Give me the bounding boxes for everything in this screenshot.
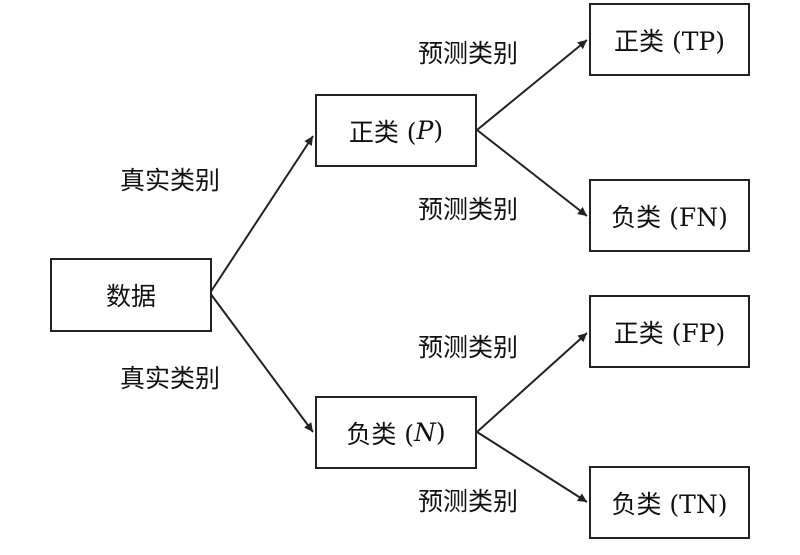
arrow-root-to-negative [209,292,314,433]
data-node: 数据 [50,258,212,332]
predicted-label-negative-upper: 预测类别 [418,333,519,362]
positive-node-symbol: P [416,116,434,145]
fn-node: 负类 (FN) [589,179,750,252]
truth-label-lower: 真实类别 [120,364,221,393]
positive-class-node: 正类 (P) [315,94,477,167]
negative-node-symbol: N [414,418,436,447]
fn-node-label: 负类 (FN) [611,202,728,232]
predicted-label-positive-upper: 预测类别 [418,39,519,68]
arrow-positive-to-fn [476,129,588,217]
negative-class-node: 负类 (N) [315,396,477,469]
negative-node-prefix: 负类 ( [346,419,415,449]
negative-node-suffix: ) [435,418,446,447]
fp-node: 正类 (FP) [589,295,750,368]
arrow-negative-to-tn [476,431,588,503]
tn-node: 负类 (TN) [589,466,750,539]
positive-node-suffix: ) [433,116,444,145]
positive-node-prefix: 正类 ( [348,117,417,147]
predicted-label-positive-lower: 预测类别 [418,195,519,224]
tn-node-label: 负类 (TN) [611,489,728,519]
arrow-root-to-positive [209,135,314,294]
truth-label-upper: 真实类别 [120,166,221,195]
arrow-negative-to-fp [476,332,588,433]
data-node-label: 数据 [105,282,156,311]
predicted-label-negative-lower: 预测类别 [418,487,519,516]
arrow-positive-to-tp [476,39,588,131]
tp-node-label: 正类 (TP) [614,26,725,56]
fp-node-label: 正类 (FP) [613,318,726,348]
tp-node: 正类 (TP) [589,3,750,76]
